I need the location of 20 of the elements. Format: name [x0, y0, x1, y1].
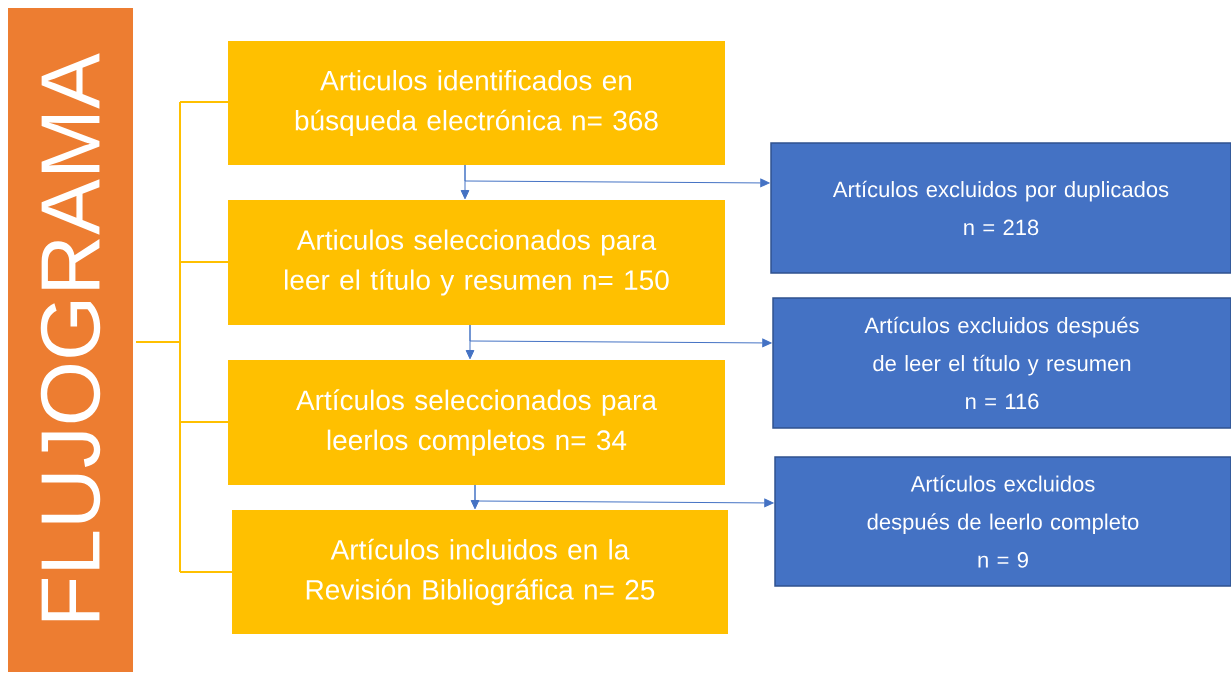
- box-text: n = 218: [964, 219, 1039, 236]
- exclusion-box: [770, 142, 1231, 274]
- box-text: Artículos incluidos en la Revisión Bibliográfica n= 25: [306, 538, 655, 606]
- exclusion-box: [772, 297, 1231, 429]
- box-text: Artículos excluidos por duplicados: [832, 180, 1169, 202]
- process-box: [232, 510, 728, 634]
- title-band: [8, 8, 133, 672]
- box-text: n = 116: [966, 393, 1039, 410]
- title-text: FLUJOGRAMA: [40, 53, 101, 621]
- exclusion-box: [774, 456, 1231, 587]
- process-box: [228, 41, 725, 165]
- arrow: [464, 164, 770, 188]
- arrow: [474, 484, 774, 508]
- box-text: Articulos identificados en búsqueda electrónica n= 368: [295, 69, 658, 137]
- box-text: Articulos seleccionados para leer el título y resumen n= 150: [285, 229, 669, 296]
- box-text: n = 9: [978, 552, 1028, 568]
- process-box: [228, 200, 725, 325]
- box-text: Artículos seleccionados para leerlos completos n= 34: [296, 389, 657, 456]
- process-box: [228, 360, 725, 485]
- arrow: [469, 324, 772, 348]
